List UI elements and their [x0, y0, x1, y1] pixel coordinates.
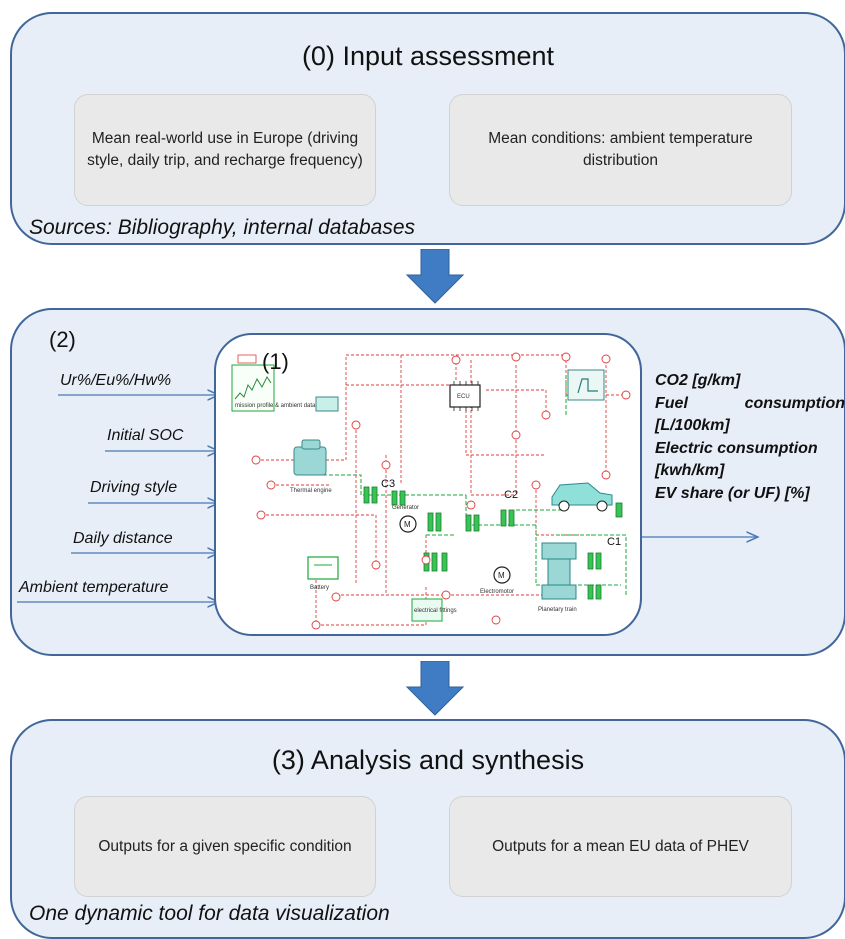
output-ev-share: EV share (or UF) [%] [655, 484, 810, 502]
c3-label: C3 [381, 478, 395, 490]
mean-conditions-box: Mean conditions: ambient temperature dis… [449, 94, 792, 206]
svg-text:M: M [404, 520, 411, 529]
c1-label: C1 [607, 536, 621, 548]
planetary-train-label: Planetary train [538, 607, 577, 613]
electrical-fittings-label: electrical fittings [414, 608, 457, 614]
dynamic-tool-footnote: One dynamic tool for data visualization [29, 902, 390, 925]
mission-profile-label: mission profile & ambient data [235, 403, 316, 409]
mean-eu-data-box: Outputs for a mean EU data of PHEV [449, 796, 792, 897]
analysis-panel: (3) Analysis and synthesis Outputs for a… [10, 719, 845, 939]
thermal-engine [293, 396, 339, 476]
output-consumption-word: consumption [744, 394, 845, 412]
generator-symbol [399, 515, 417, 533]
output-fuel: Fuel consumption [655, 393, 845, 416]
sources-footnote: Sources: Bibliography, internal database… [29, 216, 416, 239]
output-fuel-unit: [L/100km] [655, 417, 730, 434]
down-arrow-2 [405, 661, 465, 716]
input-driving-style: Driving style [90, 479, 178, 496]
input-initial-soc: Initial SOC [107, 427, 184, 444]
vehicle-icon [551, 482, 613, 512]
powertrain-schematic: mission profile & ambient data [231, 352, 631, 630]
analysis-title: (3) Analysis and synthesis [271, 745, 585, 775]
output-co2: CO2 [g/km] [655, 372, 741, 389]
input-daily-distance: Daily distance [73, 530, 173, 547]
model-1-marker: (1) [262, 349, 289, 374]
specific-condition-box: Outputs for a given specific condition [74, 796, 376, 897]
model-outputs: CO2 [g/km] Fuel consumption [L/100km] El… [655, 370, 845, 505]
input-arrows [17, 0, 845, 917]
c2-label: C2 [504, 489, 518, 501]
panel-2-marker: (2) [49, 327, 76, 352]
down-arrow-1 [405, 249, 465, 304]
output-fuel-word: Fuel [655, 394, 688, 412]
ecu-chip [449, 384, 481, 408]
battery-block [307, 556, 339, 580]
electrical-fittings-block [411, 598, 443, 622]
generator-label: Generator [392, 505, 419, 511]
electromotor-label: Electromotor [480, 589, 514, 595]
ecu-label: ECU [457, 394, 470, 400]
svg-text:M: M [498, 571, 505, 580]
input-ur-eu-hw: Ur%/Eu%/Hw% [60, 372, 172, 389]
input-ambient-temperature: Ambient temperature [19, 579, 169, 596]
input-assessment-panel: (0) Input assessment Mean real-world use… [10, 12, 845, 245]
electromotor-symbol [493, 566, 511, 584]
real-world-use-box: Mean real-world use in Europe (driving s… [74, 94, 376, 206]
battery-label: Battery [310, 585, 329, 591]
input-assessment-title: (0) Input assessment [301, 41, 555, 71]
powertrain-model-box: mission profile & ambient data [214, 333, 642, 636]
driver-module [567, 369, 605, 401]
thermal-engine-label: Thermal engine [290, 488, 332, 494]
output-electric: Electric consumption [655, 439, 818, 457]
output-electric-unit: [kwh/km] [655, 462, 725, 479]
planetary-train [541, 542, 577, 600]
